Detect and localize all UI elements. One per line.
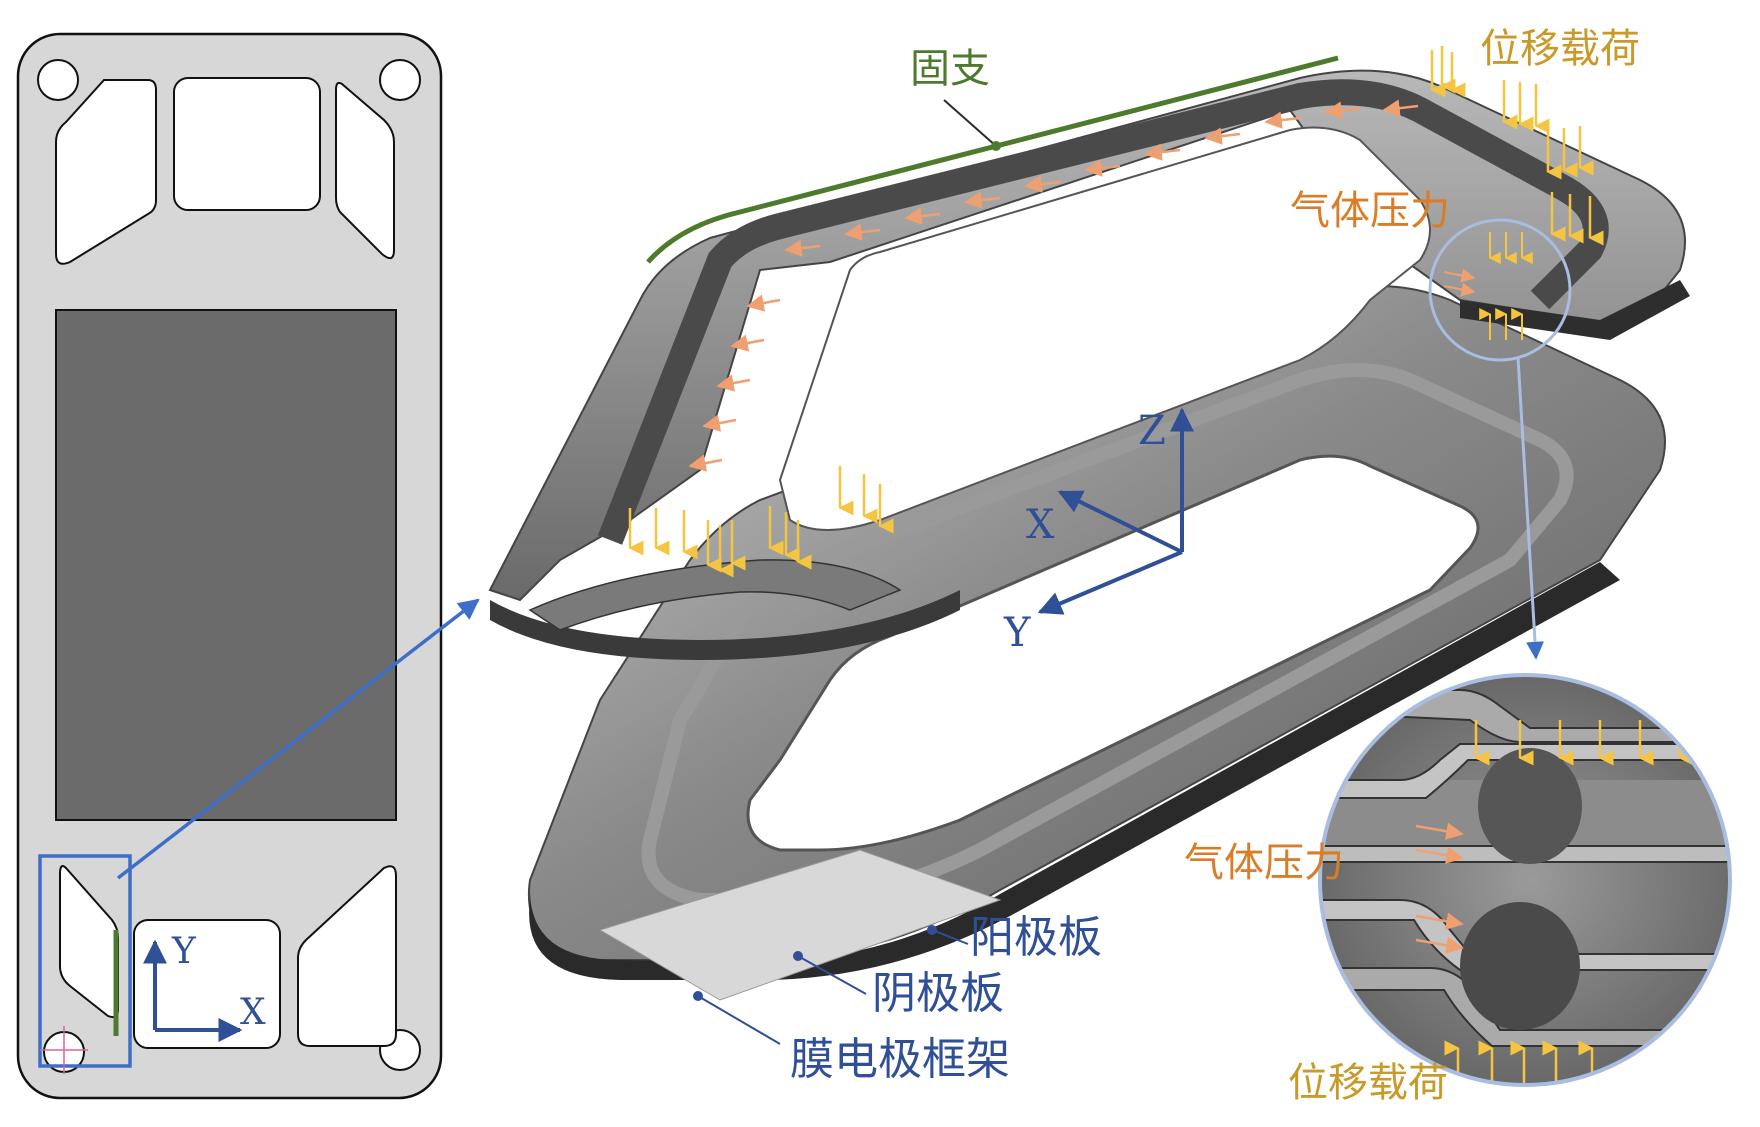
fixed-support-line-3d [646,55,1339,264]
gas-pressure-arrows-3d [688,99,1419,472]
active-area [55,309,397,821]
axis-2d-y-label: Y [171,931,197,972]
label-displacement-load-top: 位移载荷 [1480,26,1640,72]
detail-callout-circle [1428,218,1572,362]
anode-plate-right-edge [1460,280,1690,340]
axis-3d-y-label: Y [1003,610,1031,656]
manifold-port [55,79,157,265]
part-leaders [693,925,969,1045]
anode-plate-cut-face [528,559,902,631]
detail-callout-arrows [1443,232,1533,340]
displacement-arrows-left [628,466,894,578]
origin-crosshair-icon [40,1026,88,1074]
inset-detail [1318,673,1732,1087]
manifold-port [133,919,281,1049]
bolt-hole [379,59,421,101]
axes-3d: Z X Y [1003,407,1194,656]
detail-leader [1516,357,1545,660]
inset-circle [1318,673,1732,1087]
manifold-port [335,81,395,260]
assembly-3d: Z X Y [488,46,1690,1045]
label-displacement-load-bottom: 位移载荷 [1288,1060,1448,1106]
zoom-region-box [38,854,132,1068]
label-gas-pressure-top: 气体压力 [1290,188,1450,234]
bolt-hole [37,59,79,101]
label-anode-plate: 阳极板 [970,912,1102,963]
mea-frame-sheet [598,849,1002,1001]
label-fixed-support: 固支 [910,46,990,92]
plate-2d-view: Y X [16,32,443,1100]
anode-plate-front [490,590,960,660]
label-mea-frame: 膜电极框架 [790,1034,1010,1085]
callout-arrow [116,598,480,880]
anode-plate-groove [597,79,1609,545]
axis-3d-x-label: X [1026,502,1055,548]
fixed-support-leader-dot [991,141,1001,151]
fixed-support-leader [943,99,997,147]
axis-3d-z-label: Z [1138,408,1166,454]
label-cathode-plate: 阴极板 [872,968,1004,1019]
manifold-port [173,77,321,211]
axis-2d-x-label: X [240,992,266,1033]
axes-2d: Y X [143,931,266,1042]
manifold-port [297,865,397,1047]
anode-plate-inner-opening [778,126,1431,531]
label-gas-pressure-inset: 气体压力 [1184,840,1344,886]
displacement-arrows-right [1430,46,1604,246]
